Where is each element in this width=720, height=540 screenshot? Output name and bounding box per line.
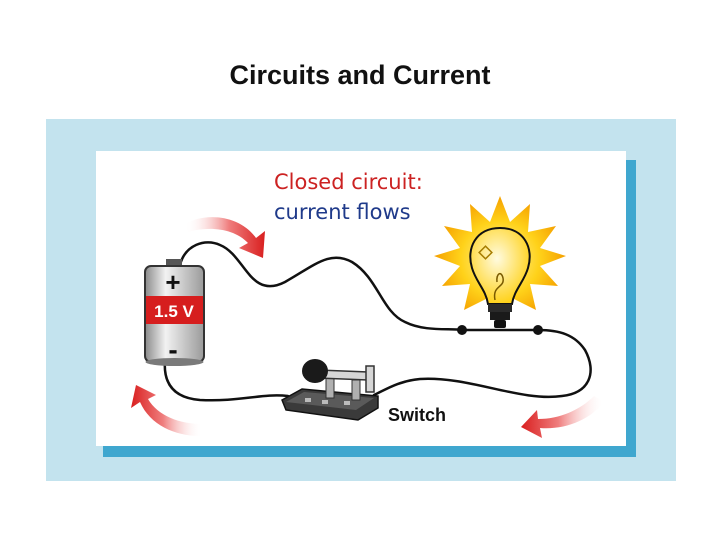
switch-label: Switch: [388, 405, 447, 425]
caption-line-current-flows: current flows: [274, 200, 411, 224]
light-bulb-icon: [434, 196, 566, 335]
battery-negative-symbol: -: [168, 334, 177, 365]
slide-title: Circuits and Current: [229, 60, 491, 90]
battery-voltage-label: 1.5 V: [154, 302, 194, 321]
current-arrow-icon: [131, 385, 202, 436]
circuit-wire: [163, 241, 592, 402]
battery-icon: [144, 259, 205, 366]
current-arrow-icon: [521, 396, 604, 438]
battery-positive-symbol: +: [165, 267, 180, 297]
caption-line-closed-circuit: Closed circuit:: [274, 170, 423, 194]
knife-switch-icon: [281, 359, 379, 421]
current-arrow-icon: [185, 217, 265, 258]
